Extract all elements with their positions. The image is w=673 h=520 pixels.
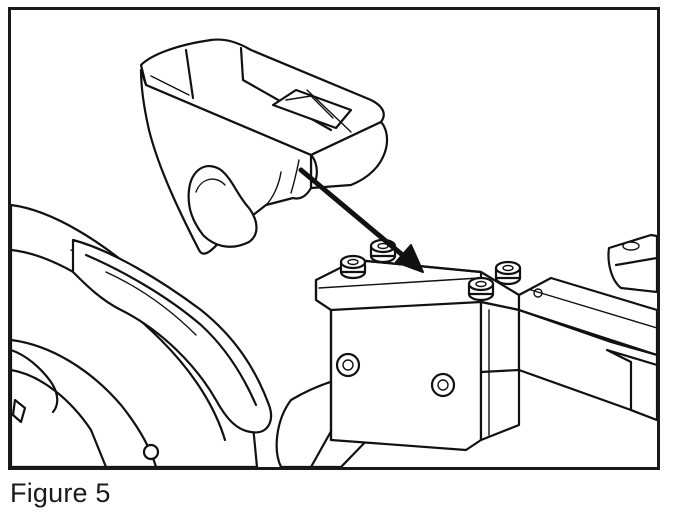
- upper-right-bracket: [607, 233, 657, 294]
- rail-hole: [142, 443, 160, 461]
- bolt: [494, 260, 522, 286]
- tube-end: [605, 348, 657, 422]
- rail-cover: [71, 238, 273, 434]
- main-tube: [479, 276, 657, 422]
- bolt: [467, 276, 495, 302]
- bracket-housing: [314, 258, 521, 452]
- down-right-arrow-icon: [298, 167, 424, 273]
- assembly-drawing: [11, 38, 657, 467]
- bolt: [339, 254, 367, 280]
- bolts-side: [335, 352, 456, 398]
- figure-frame: [8, 7, 660, 470]
- figure-caption: Figure 5: [10, 478, 111, 508]
- cover-part: [139, 38, 389, 255]
- clip-tab: [11, 398, 27, 424]
